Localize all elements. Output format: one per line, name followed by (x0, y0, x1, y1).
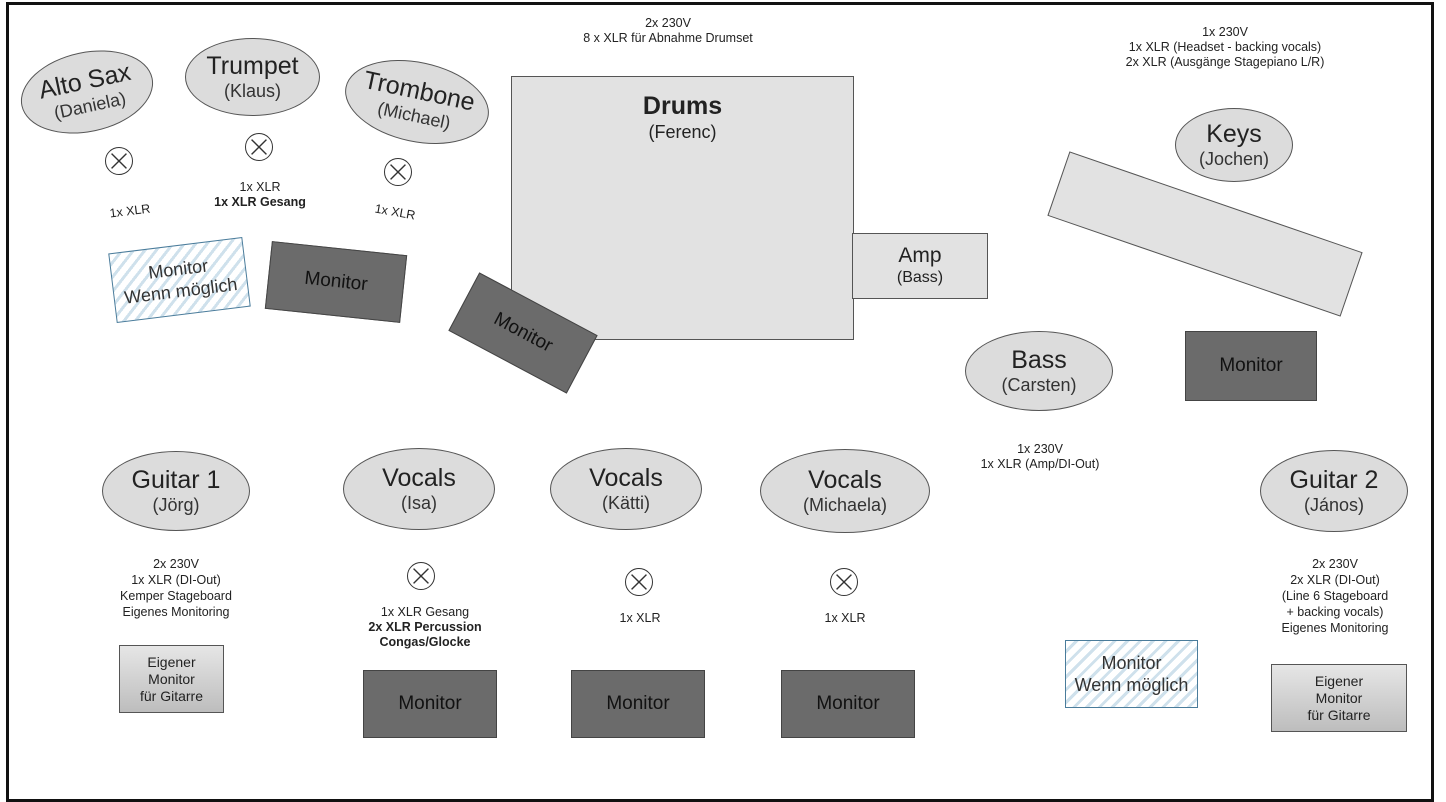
monitor-horns: Monitor (264, 241, 408, 323)
guitar1-notes: 2x 230V 1x XLR (DI-Out) Kemper Stageboar… (96, 556, 256, 620)
keys-xlr-note-1: 1x XLR (Headset - backing vocals) (1128, 40, 1322, 54)
monitor-label: Monitor (606, 693, 670, 714)
mic-cross-icon (105, 147, 133, 175)
vocals-isa-player: Vocals (Isa) (343, 448, 495, 530)
monitor-katti: Monitor (571, 670, 705, 738)
guitar2-note-1: 2x 230V (1312, 557, 1358, 571)
trumpet-note-1: 1x XLR (239, 180, 281, 194)
isa-note-2: 2x XLR Percussion (368, 620, 482, 634)
monitor-michaela: Monitor (781, 670, 915, 738)
vocals-michaela-name: (Michaela) (802, 495, 888, 515)
trumpet-name: (Klaus) (223, 81, 281, 101)
guitar2-title: Guitar 2 (1289, 466, 1379, 494)
vocals-michaela-player: Vocals (Michaela) (760, 449, 930, 533)
optional-monitor-label-1: Monitor (1101, 653, 1162, 673)
guitar2-note-4: + backing vocals) (1286, 605, 1384, 619)
keys-xlr-note-2: 2x XLR (Ausgänge Stagepiano L/R) (1125, 55, 1325, 69)
bass-note-1: 1x 230V (1017, 442, 1063, 456)
guitar1-own-monitor: Eigener Monitor für Gitarre (119, 645, 224, 713)
guitar1-note-1: 2x 230V (153, 557, 199, 571)
own-monitor-label-1: Eigener (1314, 672, 1364, 689)
own-monitor-label-1: Eigener (147, 653, 196, 670)
monitor-label: Monitor (303, 267, 369, 296)
optional-monitor-right: Monitor Wenn möglich (1065, 640, 1198, 708)
drum-riser: Drums (Ferenc) (511, 76, 854, 340)
bass-notes: 1x 230V 1x XLR (Amp/DI-Out) (950, 442, 1130, 472)
drums-notes: 2x 230V 8 x XLR für Abnahme Drumset (548, 16, 788, 46)
guitar2-note-5: Eigenes Monitoring (1281, 621, 1389, 635)
guitar2-note-3: (Line 6 Stageboard (1281, 589, 1389, 603)
isa-note-1: 1x XLR Gesang (380, 605, 470, 619)
guitar1-name: (Jörg) (152, 495, 200, 515)
guitar1-title: Guitar 1 (131, 466, 221, 494)
own-monitor-label-3: für Gitarre (1307, 706, 1371, 723)
vocals-michaela-note: 1x XLR (824, 611, 866, 625)
monitor-label: Monitor (398, 693, 462, 714)
vocals-isa-notes: 1x XLR Gesang 2x XLR Percussion Congas/G… (350, 605, 500, 650)
guitar1-note-3: Kemper Stageboard (120, 589, 232, 603)
amp-name: (Bass) (896, 269, 944, 286)
guitar2-note-2: 2x XLR (DI-Out) (1290, 573, 1380, 587)
guitar1-note-4: Eigenes Monitoring (122, 605, 230, 619)
guitar2-own-monitor: Eigener Monitor für Gitarre (1271, 664, 1407, 732)
vocals-isa-name: (Isa) (401, 493, 437, 513)
optional-monitor-label-2: Wenn möglich (1074, 675, 1189, 695)
own-monitor-label-2: Monitor (148, 670, 195, 687)
guitar2-player: Guitar 2 (János) (1260, 450, 1408, 532)
mic-cross-icon (407, 562, 435, 590)
mic-cross-icon (384, 158, 412, 186)
guitar1-player: Guitar 1 (Jörg) (102, 451, 250, 531)
mic-cross-icon (625, 568, 653, 596)
bass-amp: Amp (Bass) (852, 233, 988, 299)
mic-cross-icon (245, 133, 273, 161)
own-monitor-label-2: Monitor (1315, 689, 1363, 706)
drums-title: Drums (642, 92, 723, 120)
isa-note-3: Congas/Glocke (379, 635, 471, 649)
own-monitor-label-3: für Gitarre (139, 687, 203, 704)
vocals-katti-note: 1x XLR (619, 611, 661, 625)
drums-power-note: 2x 230V (645, 16, 691, 30)
bass-name: (Carsten) (1001, 375, 1077, 395)
bass-player: Bass (Carsten) (965, 331, 1113, 411)
keys-title: Keys (1206, 120, 1262, 148)
bass-title: Bass (1011, 346, 1067, 374)
monitor-label: Monitor (816, 693, 880, 714)
trumpet-notes: 1x XLR 1x XLR Gesang (200, 180, 320, 210)
guitar2-name: (János) (1303, 495, 1365, 515)
keys-player: Keys (Jochen) (1175, 108, 1293, 182)
keys-power-note: 1x 230V (1202, 25, 1248, 39)
bass-note-2: 1x XLR (Amp/DI-Out) (980, 457, 1100, 471)
mic-cross-icon (830, 568, 858, 596)
monitor-isa: Monitor (363, 670, 497, 738)
trumpet-note-2: 1x XLR Gesang (214, 195, 306, 209)
trumpet-title: Trumpet (206, 52, 299, 80)
vocals-katti-name: (Kätti) (601, 493, 650, 513)
vocals-michaela-title: Vocals (808, 466, 882, 494)
vocals-katti-player: Vocals (Kätti) (550, 448, 702, 530)
keys-name: (Jochen) (1198, 149, 1270, 169)
drums-xlr-note: 8 x XLR für Abnahme Drumset (583, 31, 753, 45)
vocals-isa-title: Vocals (382, 464, 456, 492)
amp-title: Amp (898, 244, 942, 267)
monitor-label: Monitor (490, 308, 557, 357)
drums-name: (Ferenc) (648, 122, 717, 142)
keys-notes: 1x 230V 1x XLR (Headset - backing vocals… (1080, 25, 1370, 70)
monitor-keys: Monitor (1185, 331, 1317, 401)
trumpet-player: Trumpet (Klaus) (185, 38, 320, 116)
guitar2-notes: 2x 230V 2x XLR (DI-Out) (Line 6 Stageboa… (1250, 556, 1420, 636)
monitor-label: Monitor (1219, 355, 1283, 376)
guitar1-note-2: 1x XLR (DI-Out) (131, 573, 221, 587)
vocals-katti-title: Vocals (589, 464, 663, 492)
